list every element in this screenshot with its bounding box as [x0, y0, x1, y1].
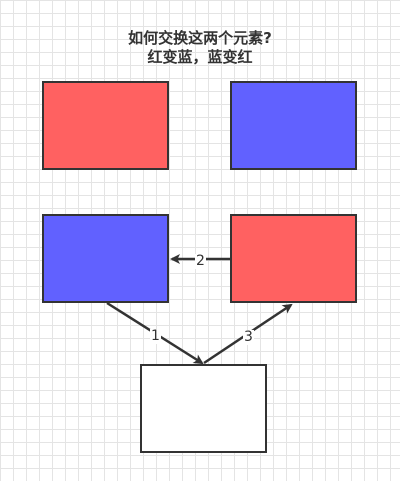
title-line-1: 如何交换这两个元素? [128, 29, 272, 47]
top-blue-box [230, 81, 357, 170]
middle-red-box [230, 214, 357, 303]
middle-blue-box [42, 214, 169, 303]
title-line-2: 红变蓝，蓝变红 [147, 48, 253, 66]
step-3-label: 3 [243, 329, 254, 345]
step-2-label: 2 [195, 253, 206, 269]
temp-empty-box [140, 364, 267, 453]
diagram-title: 如何交换这两个元素? 红变蓝，蓝变红 [0, 29, 400, 67]
step-1-label: 1 [150, 328, 161, 344]
top-red-box [42, 81, 169, 170]
